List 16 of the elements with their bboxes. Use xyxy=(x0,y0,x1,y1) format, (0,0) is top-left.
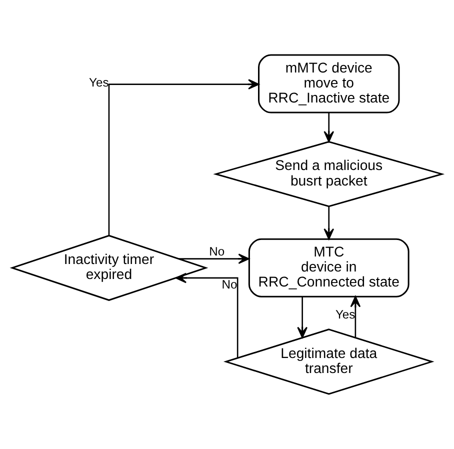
edge-label: No xyxy=(209,244,225,258)
arrow xyxy=(175,272,238,358)
arrow xyxy=(324,112,334,142)
arrow xyxy=(350,296,361,338)
node-diamond: Inactivity timer expired xyxy=(10,234,208,301)
arrow xyxy=(297,296,308,338)
edge-label: Yes xyxy=(335,308,356,322)
edge-label: No xyxy=(222,278,238,292)
node-box: mMTC device move to RRC_Inactive state xyxy=(258,54,400,114)
node-box: MTC device in RRC_Connected state xyxy=(248,238,410,298)
edge-label: Yes xyxy=(89,76,109,90)
arrow xyxy=(178,254,250,264)
node-diamond: Send a malicious busrt packet xyxy=(213,141,445,208)
arrow xyxy=(324,206,334,240)
arrow xyxy=(108,79,260,236)
node-diamond: Legitimate data transfer xyxy=(223,328,434,395)
